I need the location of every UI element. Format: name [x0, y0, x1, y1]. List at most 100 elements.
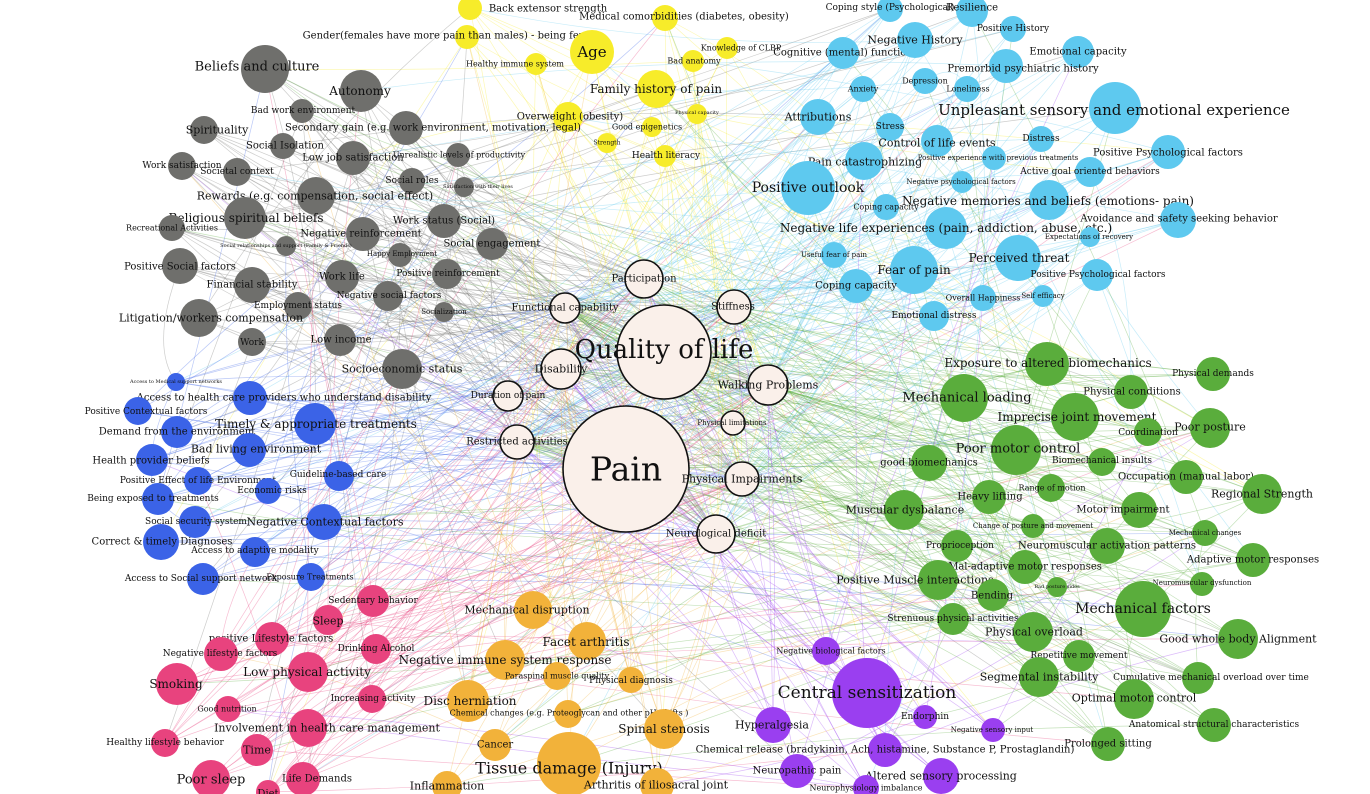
edge-722	[663, 351, 1026, 568]
edge-516	[371, 278, 645, 700]
node-label: Overweight (obesity)	[517, 112, 624, 123]
node-circle	[187, 563, 219, 595]
node-circle	[1029, 180, 1069, 220]
node-label: Adaptive motor responses	[1186, 555, 1319, 566]
node-low-job-sat: Low job satisfaction	[302, 141, 404, 175]
edge-820	[992, 431, 1149, 731]
node-neuropathic-pain: Neuropathic pain	[753, 754, 842, 788]
node-circle	[941, 530, 973, 562]
node-circle	[682, 50, 704, 72]
node-circle	[827, 37, 859, 69]
node-label: Bad anatomy	[667, 57, 721, 66]
edge-239	[560, 52, 844, 370]
node-correct-diagnoses: Correct & timely Diagnoses	[92, 524, 232, 560]
node-label: Healthy immune system	[466, 60, 564, 69]
node-cancer: Cancer	[477, 729, 513, 761]
edge-307	[863, 160, 984, 299]
node-social-roles: Social roles	[385, 168, 439, 194]
node-label: Satisfaction with their lives	[443, 184, 513, 190]
node-restricted-activities: Restricted activities	[466, 424, 568, 460]
node-label: Secondary gain (e.g. work environment, m…	[285, 123, 581, 134]
node-circle	[241, 734, 273, 766]
edge-188	[387, 295, 518, 443]
node-circle	[184, 467, 212, 495]
node-circle	[1190, 408, 1230, 448]
node-physical-capacity: Physical capacity	[675, 104, 719, 124]
node-circle	[1088, 448, 1116, 476]
edge-505	[307, 307, 566, 673]
edge-452	[194, 441, 518, 523]
node-circle	[1182, 662, 1214, 694]
node-label: Motor impairment	[1076, 505, 1169, 516]
node-label: Neuromuscular activation patterns	[1018, 541, 1196, 552]
edge-53	[606, 142, 769, 386]
edge-509	[176, 533, 717, 685]
node-circle	[780, 754, 814, 788]
node-circle	[687, 104, 707, 124]
node-active-goal: Active goal oriented behaviors	[1019, 157, 1160, 187]
node-positive-history: Positive History	[977, 16, 1050, 42]
node-negative-social: Negative social factors	[337, 281, 442, 311]
node-bending: Bending	[971, 579, 1014, 611]
node-label: Functional capability	[511, 303, 618, 314]
edge-535	[256, 368, 562, 751]
node-negative-memories: Negative memories and beliefs (emotions-…	[902, 180, 1194, 220]
edge-169	[179, 265, 445, 313]
edge-594	[560, 368, 665, 730]
node-label: Expectations of recovery	[1045, 233, 1133, 241]
node-circle	[724, 461, 760, 497]
edge-805	[866, 157, 995, 694]
node-circle	[240, 537, 270, 567]
node-label: Good epigenetics	[612, 123, 682, 132]
node-social-relationships: Social relationships and support (Family…	[220, 236, 352, 256]
edge-10	[466, 36, 562, 370]
node-neurological-deficit: Neurological deficit	[666, 514, 766, 554]
edge-252	[516, 51, 1079, 443]
edge-430	[338, 368, 562, 477]
edge-435	[197, 384, 769, 482]
node-label: Life Demands	[282, 774, 352, 785]
node-label: Self efficacy	[1021, 292, 1064, 300]
node-circle	[357, 585, 389, 617]
node-circle	[427, 204, 461, 238]
node-change-posture: Change of posture and movement	[973, 514, 1093, 538]
edge-703	[741, 478, 1206, 534]
node-circle	[877, 0, 903, 22]
node-happy-employment: Happy Employment	[367, 243, 437, 267]
edge-49	[651, 126, 769, 386]
node-exposure-treatments: Exposure Treatments	[266, 563, 354, 591]
edge-525	[307, 351, 665, 729]
node-circle	[1190, 572, 1214, 596]
node-work: Work	[238, 328, 266, 356]
node-circle	[1047, 577, 1067, 597]
node-chemical-changes: Chemical changes (e.g. Proteoglycan and …	[450, 700, 688, 728]
edge-554	[267, 468, 627, 793]
node-circle	[873, 194, 899, 220]
node-sleep: Sleep	[312, 605, 344, 635]
edge-319	[564, 187, 809, 309]
node-label: Physical overload	[985, 626, 1083, 639]
node-circle	[168, 152, 196, 180]
node-label: Fear of pain	[877, 263, 951, 277]
edge-553	[267, 478, 743, 793]
node-useful-fear: Useful fear of pain	[801, 242, 868, 268]
node-circle	[755, 707, 791, 743]
node-circle	[289, 709, 327, 747]
node-circle	[1013, 612, 1053, 652]
edge-69	[360, 90, 518, 443]
node-knowledge-clbp: Knowledge of CLBP	[701, 37, 782, 59]
node-heavy-lifting: Heavy lifting	[957, 480, 1023, 514]
node-financial-stability: Financial stability	[207, 267, 298, 303]
node-circle	[1051, 393, 1099, 441]
edge-830	[796, 269, 915, 772]
edge-482	[327, 278, 645, 621]
edge-581	[560, 368, 632, 681]
node-circle	[1081, 259, 1113, 291]
edge-496	[375, 368, 562, 650]
node-circle	[1121, 492, 1157, 528]
edge-712	[371, 545, 958, 700]
node-avoidance: Avoidance and safety seeking behavior	[1079, 202, 1278, 238]
node-label: Rewards (e.g. compensation, social effec…	[197, 190, 433, 203]
node-label: Change of posture and movement	[973, 522, 1093, 530]
edge-795	[352, 157, 1109, 745]
